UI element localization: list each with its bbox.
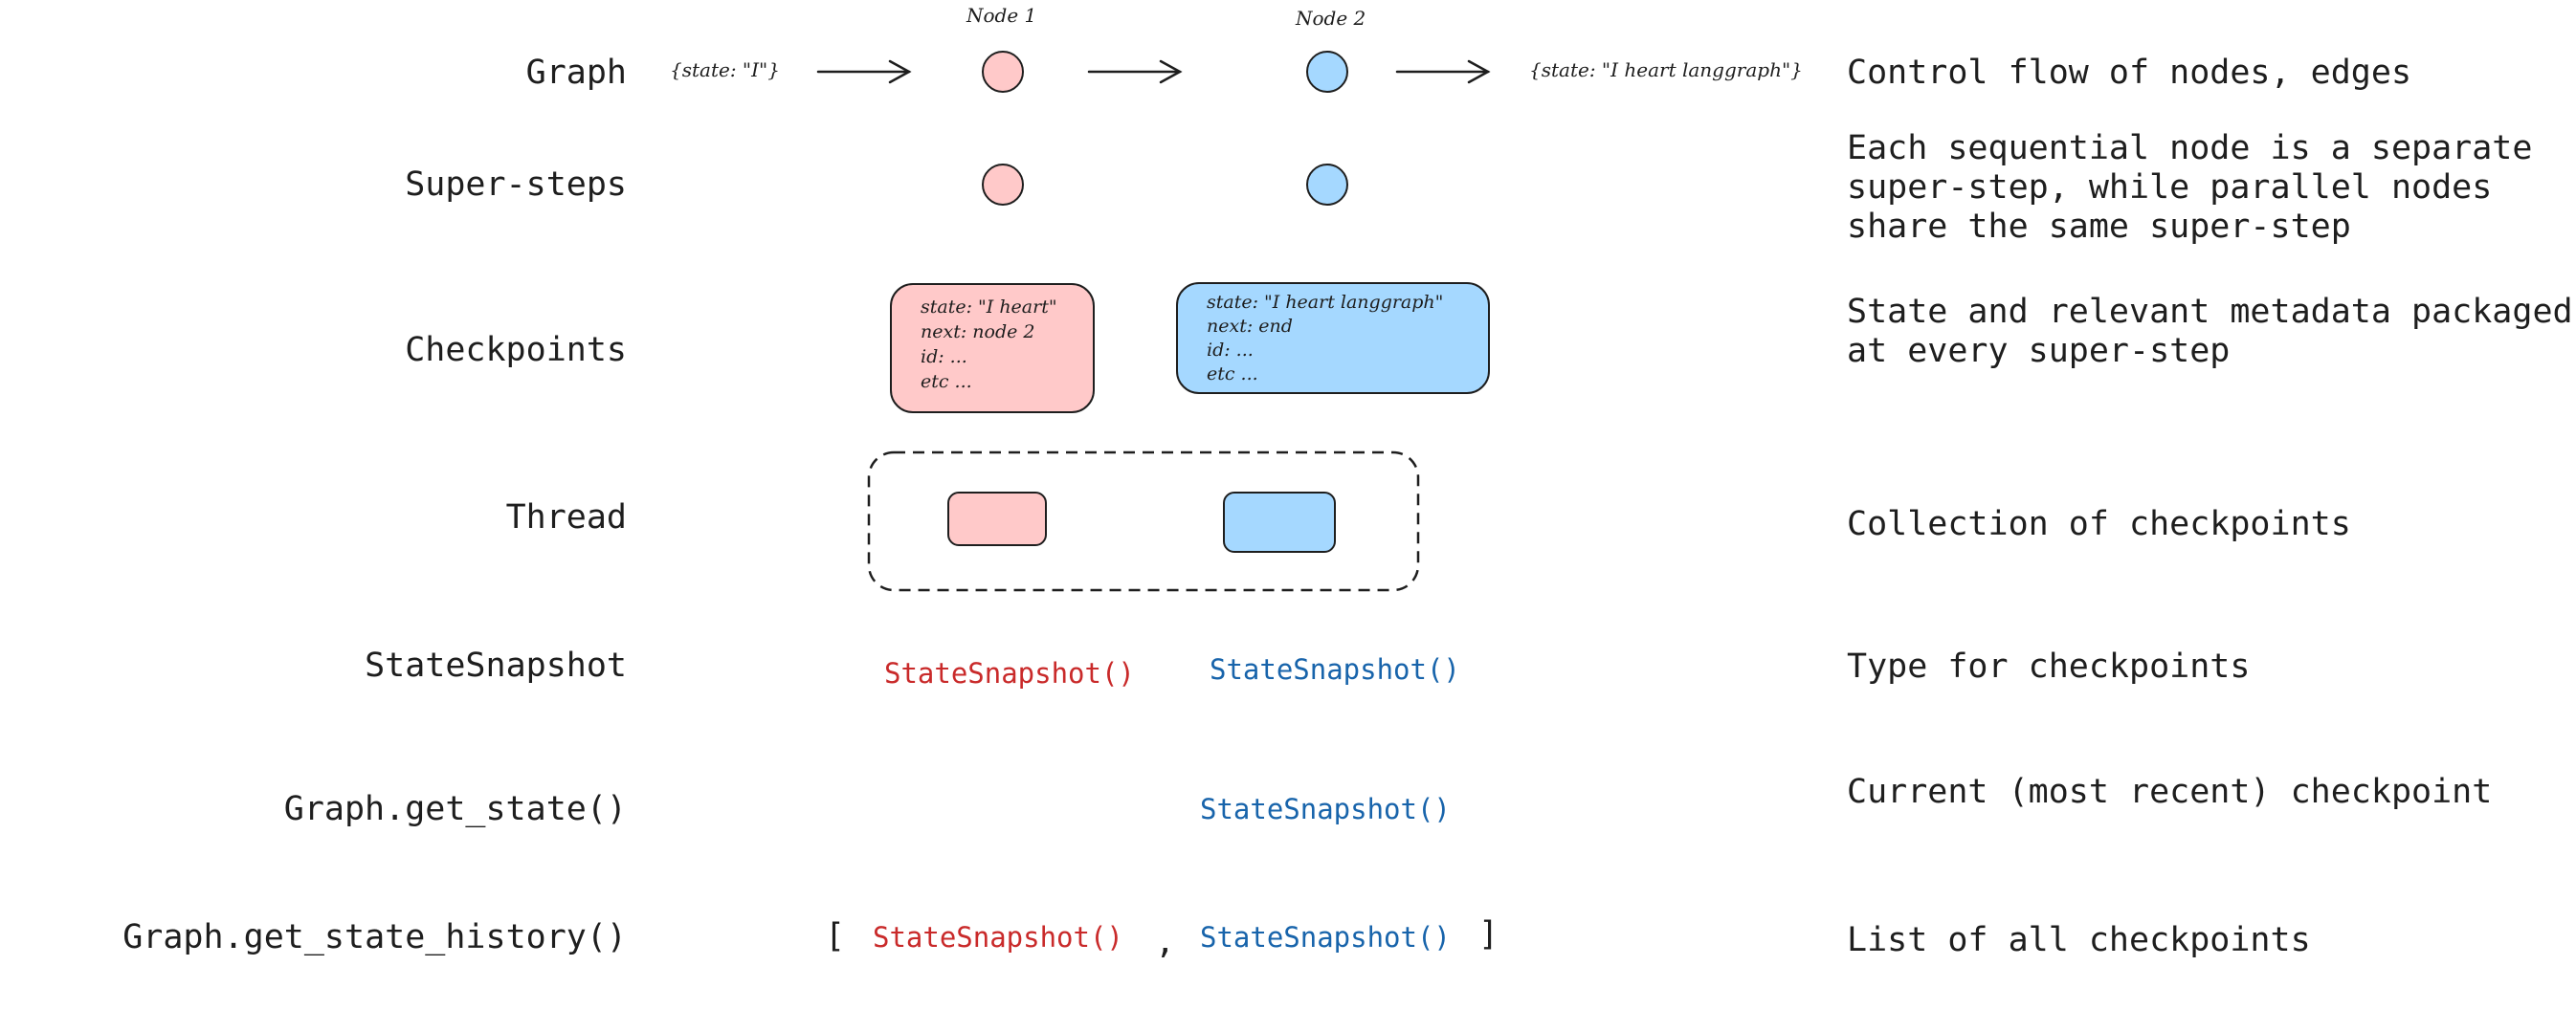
history-comma: ,: [1155, 923, 1176, 961]
thread-checkpoint-node1: [947, 492, 1047, 546]
history-close-bracket: ]: [1478, 915, 1499, 954]
thread-checkpoint-node2: [1223, 492, 1336, 553]
desc-checkpoints-line1: State and relevant metadata packaged: [1847, 293, 2573, 331]
arrow-input-to-node1: [816, 59, 912, 84]
row-label-supersteps: Super-steps: [405, 165, 627, 204]
row-label-thread: Thread: [505, 498, 627, 537]
thread-container: [867, 450, 1420, 592]
checkpoint1-etc: etc ...: [921, 371, 972, 392]
desc-graph: Control flow of nodes, edges: [1847, 54, 2412, 92]
history-open-bracket: [: [825, 917, 846, 955]
checkpoint1-state: state: "I heart": [921, 296, 1057, 318]
history-snapshot-node1: StateSnapshot(): [873, 921, 1123, 954]
desc-supersteps-line3: share the same super-step: [1847, 208, 2351, 246]
checkpoint2-next: next: end: [1207, 316, 1293, 337]
arrow-node2-to-output: [1395, 59, 1491, 84]
desc-checkpoints: State and relevant metadata packaged at …: [1847, 293, 2573, 371]
checkpoint-card-node2: state: "I heart langgraph" next: end id:…: [1176, 282, 1490, 394]
node2-label: Node 2: [1296, 7, 1366, 30]
checkpoint1-id: id: ...: [921, 346, 967, 367]
get-state-snapshot: StateSnapshot(): [1200, 793, 1451, 825]
desc-get-state-history: List of all checkpoints: [1847, 921, 2311, 959]
superstep2-circle: [1306, 164, 1348, 206]
checkpoint-card-node1: state: "I heart" next: node 2 id: ... et…: [890, 283, 1095, 413]
row-label-get-state: Graph.get_state(): [283, 790, 627, 828]
row-label-statesnapshot: StateSnapshot: [365, 647, 627, 685]
output-state: {state: "I heart langgraph"}: [1529, 58, 1803, 81]
desc-thread: Collection of checkpoints: [1847, 505, 2351, 543]
desc-get-state: Current (most recent) checkpoint: [1847, 773, 2493, 811]
node1-label: Node 1: [966, 4, 1037, 27]
superstep1-circle: [982, 164, 1024, 206]
desc-supersteps-line1: Each sequential node is a separate: [1847, 129, 2533, 167]
desc-checkpoints-line2: at every super-step: [1847, 332, 2231, 370]
arrow-node1-to-node2: [1087, 59, 1183, 84]
node1-circle: [982, 51, 1024, 93]
desc-supersteps-line2: super-step, while parallel nodes: [1847, 168, 2493, 207]
checkpoint1-next: next: node 2: [921, 321, 1035, 342]
row-label-graph: Graph: [525, 54, 627, 92]
statesnapshot-node1: StateSnapshot(): [884, 657, 1135, 690]
row-label-get-state-history: Graph.get_state_history(): [122, 918, 627, 956]
statesnapshot-node2: StateSnapshot(): [1210, 653, 1460, 686]
checkpoint2-etc: etc ...: [1207, 363, 1258, 384]
checkpoint2-id: id: ...: [1207, 340, 1254, 361]
desc-supersteps: Each sequential node is a separate super…: [1847, 129, 2532, 247]
node2-circle: [1306, 51, 1348, 93]
desc-statesnapshot: Type for checkpoints: [1847, 648, 2251, 686]
input-state: {state: "I"}: [670, 58, 780, 81]
history-snapshot-node2: StateSnapshot(): [1200, 921, 1451, 954]
row-label-checkpoints: Checkpoints: [405, 331, 627, 369]
checkpoint2-state: state: "I heart langgraph": [1207, 292, 1444, 313]
